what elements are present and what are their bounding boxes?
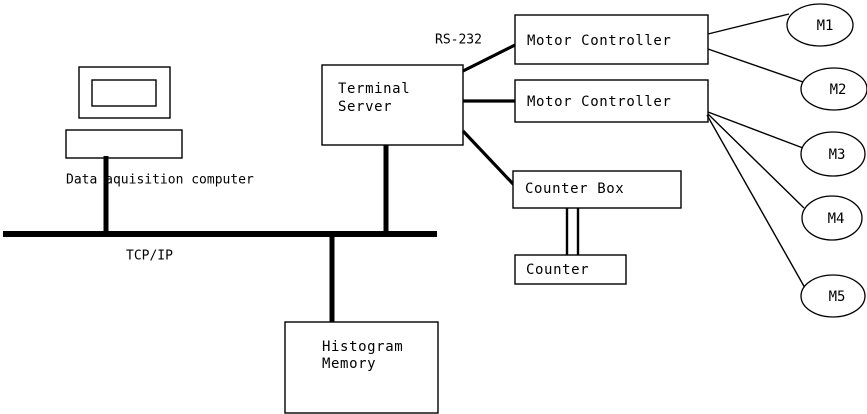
motor-label-m5: M5: [829, 289, 846, 305]
rs232-link-motor-controller-1: [462, 43, 516, 73]
motor-ellipse-m2: [800, 67, 867, 111]
motor-ellipse-m5: [800, 274, 866, 318]
monitor-screen: [91, 79, 157, 107]
counter-box-small: [514, 254, 627, 285]
motor-link-m2: [707, 48, 804, 83]
counter-box-label: Counter Box: [525, 181, 624, 197]
terminal-server-label-line2: Server: [338, 99, 392, 115]
rs232-label: RS-232: [435, 33, 482, 48]
motor-controller-2-box: [514, 79, 709, 123]
counter-label: Counter: [526, 262, 589, 278]
motor-ellipse-m4: [801, 195, 863, 241]
terminal-server-box: [321, 64, 464, 146]
motor-label-m4: M4: [828, 211, 845, 227]
terminal-server-label-line1: Terminal: [338, 81, 410, 97]
tcpip-bus-label: TCP/IP: [126, 249, 173, 264]
motor-ellipse-m3: [800, 131, 866, 177]
computer-caption: Data aquisition computer: [66, 173, 254, 188]
motor-controller-1-box: [514, 14, 709, 65]
histogram-memory-label-line2: Memory: [322, 356, 376, 372]
computer-base: [65, 129, 183, 159]
motor-link-m5: [706, 114, 806, 289]
motor-label-m1: M1: [817, 18, 834, 34]
motor-link-m1: [707, 13, 790, 35]
motor-label-m2: M2: [830, 82, 847, 98]
motor-label-m3: M3: [829, 147, 846, 163]
motor-link-m3: [707, 111, 804, 149]
rs232-link-counter-box: [461, 129, 517, 188]
motor-controller-2-label: Motor Controller: [527, 94, 671, 110]
motor-controller-1-label: Motor Controller: [527, 33, 671, 49]
counter-box: [512, 170, 682, 209]
histogram-memory-label-line1: Histogram: [322, 339, 403, 355]
motor-link-m4: [707, 113, 805, 209]
motor-ellipse-m1: [786, 3, 854, 47]
motor-group: M1 M2 M3 M4 M5: [786, 3, 867, 318]
histogram-memory-box: [284, 321, 439, 414]
